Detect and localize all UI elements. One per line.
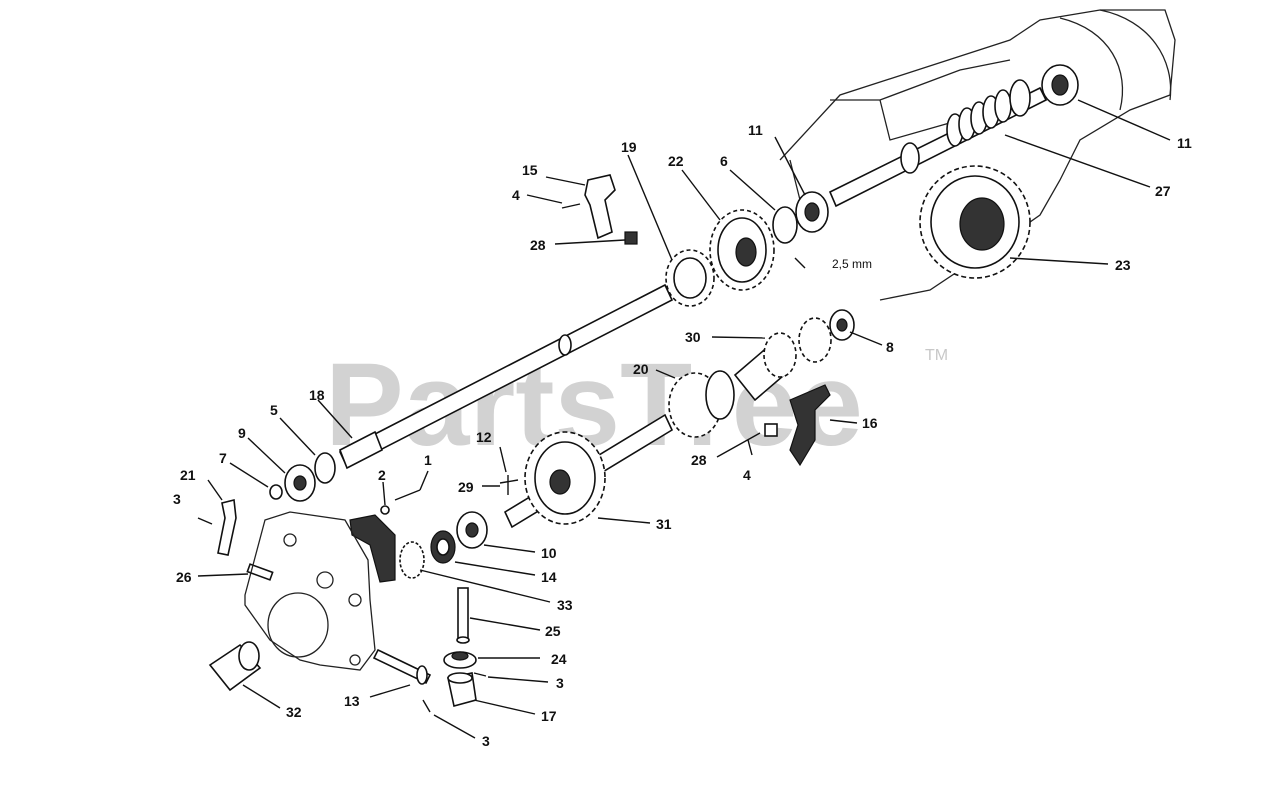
label-25: 25 [545, 623, 561, 639]
bolt-1-2 [380, 489, 421, 515]
label-27: 27 [1155, 183, 1171, 199]
label-3-mid: 3 [556, 675, 564, 691]
bevel-gear-24 [443, 651, 477, 669]
dimension-tick [794, 257, 806, 269]
label-15: 15 [522, 162, 538, 178]
pin-3-lower [422, 699, 431, 713]
label-6: 6 [720, 153, 728, 169]
label-7: 7 [219, 450, 227, 466]
gearbox-cover [244, 511, 376, 671]
gear-23 [919, 165, 1031, 279]
label-28-lower: 28 [691, 452, 707, 468]
watermark-trademark: TM [925, 347, 948, 364]
label-13: 13 [344, 693, 360, 709]
label-19: 19 [621, 139, 637, 155]
label-14: 14 [541, 569, 557, 585]
label-17: 17 [541, 708, 557, 724]
label-32: 32 [286, 704, 302, 720]
shaft-13 [372, 648, 432, 685]
label-33: 33 [557, 597, 573, 613]
seal-14 [430, 530, 456, 564]
label-12: 12 [476, 429, 492, 445]
label-9: 9 [238, 425, 246, 441]
label-4-lower: 4 [743, 467, 751, 483]
pin-3-mid [473, 672, 487, 677]
label-10: 10 [541, 545, 557, 561]
snap-ring-5 [314, 452, 336, 484]
snap-ring-6 [772, 206, 798, 244]
bearing-10 [456, 511, 488, 549]
worm-shaft-27 [828, 79, 1048, 208]
label-2: 2 [378, 467, 386, 483]
label-3-upper: 3 [173, 491, 181, 507]
leader-lines [197, 99, 1171, 739]
pin-3-upper [197, 517, 213, 525]
label-22: 22 [668, 153, 684, 169]
vertical-shaft-25 [456, 587, 470, 644]
bearing-11-left [795, 191, 829, 233]
label-11-right: 11 [1177, 135, 1192, 151]
housing-17 [447, 672, 477, 707]
coupling-32 [208, 641, 262, 692]
pin-4-upper [561, 203, 581, 209]
label-8: 8 [886, 339, 894, 355]
long-shaft-18 [338, 283, 674, 470]
bearing-8 [829, 309, 855, 341]
gear-33 [399, 541, 425, 579]
ring-7 [269, 484, 283, 500]
label-5: 5 [270, 402, 278, 418]
pin-29 [499, 479, 519, 484]
label-21: 21 [180, 467, 196, 483]
label-20: 20 [633, 361, 649, 377]
pin-4-lower [747, 439, 753, 456]
dimension-note: 2,5 mm [832, 257, 872, 271]
label-3-lower: 3 [482, 733, 490, 749]
shift-fork-15 [561, 174, 638, 245]
label-28-upper: 28 [530, 237, 546, 253]
gear-20 [668, 370, 735, 438]
label-23: 23 [1115, 257, 1131, 273]
label-26: 26 [176, 569, 192, 585]
label-18: 18 [309, 387, 325, 403]
lever-21 [217, 499, 237, 556]
key-26 [246, 563, 274, 581]
part-labels: 11 11 27 23 15 4 28 19 22 6 30 8 20 16 2… [173, 122, 1192, 749]
gear-22 [709, 209, 775, 291]
label-31: 31 [656, 516, 672, 532]
key-28-lower [764, 423, 778, 437]
label-30: 30 [685, 329, 701, 345]
label-1: 1 [424, 452, 432, 468]
gear-19 [665, 249, 715, 307]
output-shaft-31 [503, 413, 674, 529]
shift-fork-16 [747, 384, 831, 467]
label-24: 24 [551, 651, 567, 667]
bearing-9 [284, 464, 316, 502]
label-16: 16 [862, 415, 878, 431]
bearing-11-right [1041, 64, 1079, 106]
bracket-part [349, 514, 396, 583]
gear-cluster-30 [733, 317, 832, 402]
label-4-upper: 4 [512, 187, 520, 203]
label-11-left: 11 [748, 122, 763, 138]
label-29: 29 [458, 479, 474, 495]
key-28-upper [624, 231, 638, 245]
